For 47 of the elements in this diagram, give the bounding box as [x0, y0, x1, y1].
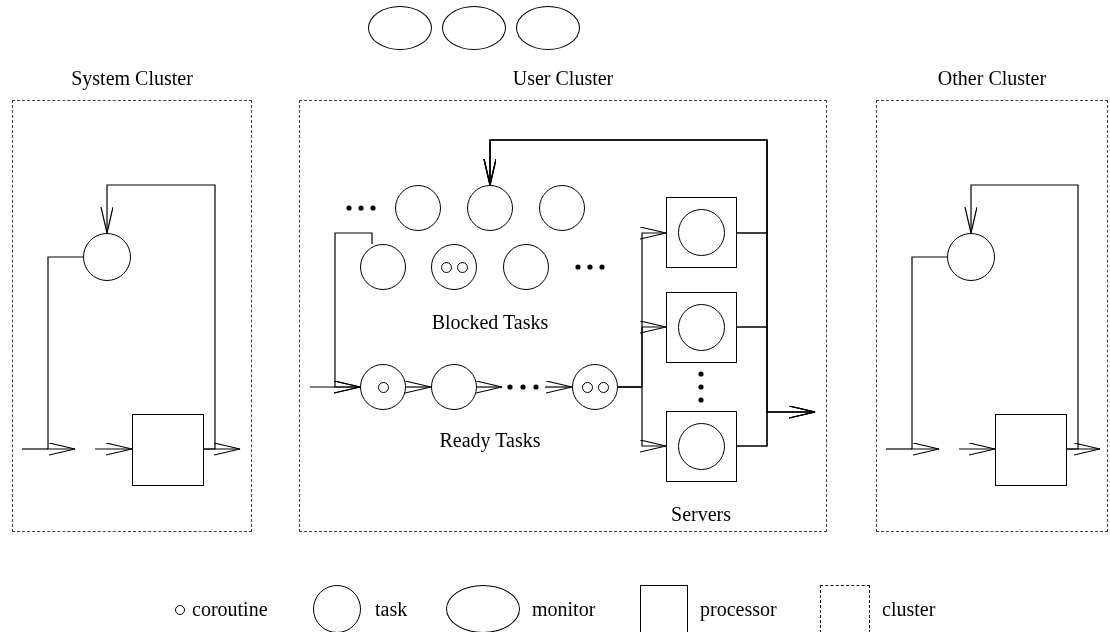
processor-box — [666, 411, 737, 482]
arrow — [94, 442, 133, 456]
task-circle — [678, 209, 725, 256]
group-label: Ready Tasks — [439, 429, 541, 451]
task-circle — [572, 364, 618, 410]
arrow — [544, 380, 573, 394]
task-circle — [678, 304, 725, 351]
task-circle — [431, 244, 477, 290]
arrow — [47, 256, 84, 456]
cluster-heading: Other Cluster — [937, 67, 1047, 89]
task-circle — [539, 185, 585, 231]
arrow — [617, 386, 667, 453]
legend-label: coroutine — [192, 598, 268, 620]
arrow — [964, 184, 1079, 450]
legend-label: monitor — [532, 598, 596, 620]
legend-label: task — [375, 598, 408, 620]
monitor-ellipse — [516, 6, 580, 50]
arrow — [100, 184, 216, 450]
task-circle — [431, 364, 477, 410]
task-circle — [360, 244, 406, 290]
legend-label: cluster — [882, 598, 936, 620]
monitor-ellipse — [368, 6, 432, 50]
task-circle — [503, 244, 549, 290]
arrow — [475, 380, 503, 394]
arrow — [1066, 442, 1101, 456]
task-circle — [395, 185, 441, 231]
task-circle — [83, 233, 131, 281]
arrow — [958, 442, 996, 456]
arrow — [736, 405, 816, 447]
cluster-heading: System Cluster — [71, 67, 193, 89]
arrow — [911, 256, 948, 456]
arrow — [404, 380, 432, 394]
group-label: Blocked Tasks — [431, 311, 549, 333]
arrow — [203, 442, 241, 456]
arrow — [333, 232, 373, 394]
legend-label: processor — [700, 598, 777, 620]
processor-box — [995, 414, 1067, 486]
group-label: Servers — [671, 503, 731, 525]
processor-box — [666, 292, 737, 363]
task-circle — [360, 364, 406, 410]
monitor-ellipse — [442, 6, 506, 50]
processor-box — [132, 414, 204, 486]
task-circle — [467, 185, 513, 231]
cluster-heading: User Cluster — [512, 67, 614, 89]
task-circle — [947, 233, 995, 281]
task-circle — [678, 423, 725, 470]
processor-box — [666, 197, 737, 268]
